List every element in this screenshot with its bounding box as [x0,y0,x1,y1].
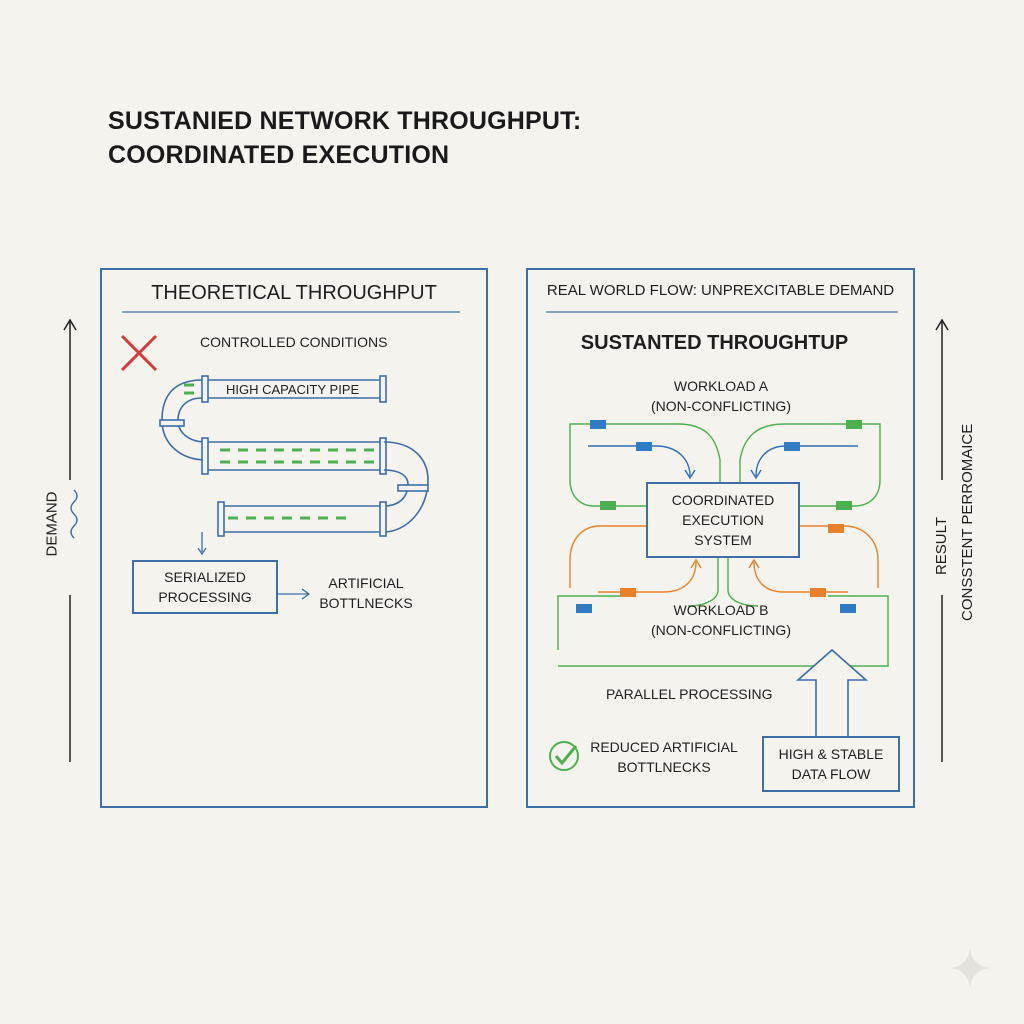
theoretical-panel: THEORETICAL THROUGHPUT [100,268,488,808]
result-axis [935,318,949,762]
high-capacity-pipe [159,375,429,537]
packets [576,420,862,613]
workload-a-arrows [588,445,858,480]
reduced-line2: BOTTLNECKS [617,759,711,775]
real-world-heading: REAL WORLD FLOW: UNPREXCITABLE DEMAND [546,282,895,299]
serialized-processing-box: SERIALIZED PROCESSING [132,560,278,614]
artificial-bottlenecks-label: ARTIFICIAL BOTTLNECKS [316,573,416,613]
flow-diagram [546,311,898,771]
workload-b-line1: WORKLOAD B [673,602,769,618]
flow-dashes [184,383,374,520]
result-axis-line1: RESULT [933,516,950,576]
high-capacity-pipe-label: HIGH CAPACITY PIPE [226,382,360,397]
wave-icon [70,489,78,539]
page-title-line1: SUSTANIED NETWORK THROUGHPUT: [108,107,582,135]
bottleneck-line2: BOTTLNECKS [319,595,413,611]
theoretical-heading: THEORETICAL THROUGHPUT [151,282,437,304]
serialized-line1: SERIALIZED [164,569,246,585]
controlled-conditions-label: CONTROLLED CONDITIONS [200,334,388,350]
demand-axis [63,318,78,762]
stable-data-flow-box: HIGH & STABLE DATA FLOW [762,736,900,792]
workload-b-line2: (NON-CONFLICTING) [651,622,791,638]
center-line2: EXECUTION [682,512,764,528]
workload-a-flows [557,423,889,667]
sparkle-icon [950,948,990,988]
bottleneck-line1: ARTIFICIAL [328,575,404,591]
center-line1: COORDINATED [671,492,775,508]
workload-b-flows [569,525,879,593]
stable-flow-arrow [795,648,869,738]
pipe-diagram [120,311,460,600]
stable-line1: HIGH & STABLE [778,746,884,762]
sustained-panel: REAL WORLD FLOW: UNPREXCITABLE DEMAND SU… [526,268,915,808]
page-title: SUSTANIED NETWORK THROUGHPUT: COORDINATE… [108,104,581,172]
center-line3: SYSTEM [694,532,752,548]
cross-icon [120,334,158,372]
coordinated-execution-box: COORDINATED EXECUTION SYSTEM [646,482,800,558]
demand-axis-label: DEMAND [43,491,61,557]
parallel-processing-label: PARALLEL PROCESSING [606,686,773,702]
workload-b-label: WORKLOAD B (NON-CONFLICTING) [636,600,806,640]
check-icon [549,741,579,771]
page-title-line2: COORDINATED EXECUTION [108,141,450,169]
sustained-subheading: SUSTANTED THROUGHTUP [580,332,849,354]
serialized-line2: PROCESSING [158,589,252,605]
stable-line2: DATA FLOW [791,766,871,782]
workload-a-line2: (NON-CONFLICTING) [651,398,791,414]
reduced-line1: REDUCED ARTIFICIAL [590,739,738,755]
workload-a-line1: WORKLOAD A [673,378,769,394]
result-axis-line2: CONSSTENT PERROMAICE [959,423,976,621]
workload-a-label: WORKLOAD A (NON-CONFLICTING) [636,376,806,416]
result-axis-label: RESULT CONSSTENT PERROMAICE [929,423,981,621]
reduced-bottlenecks-label: REDUCED ARTIFICIAL BOTTLNECKS [584,737,744,777]
